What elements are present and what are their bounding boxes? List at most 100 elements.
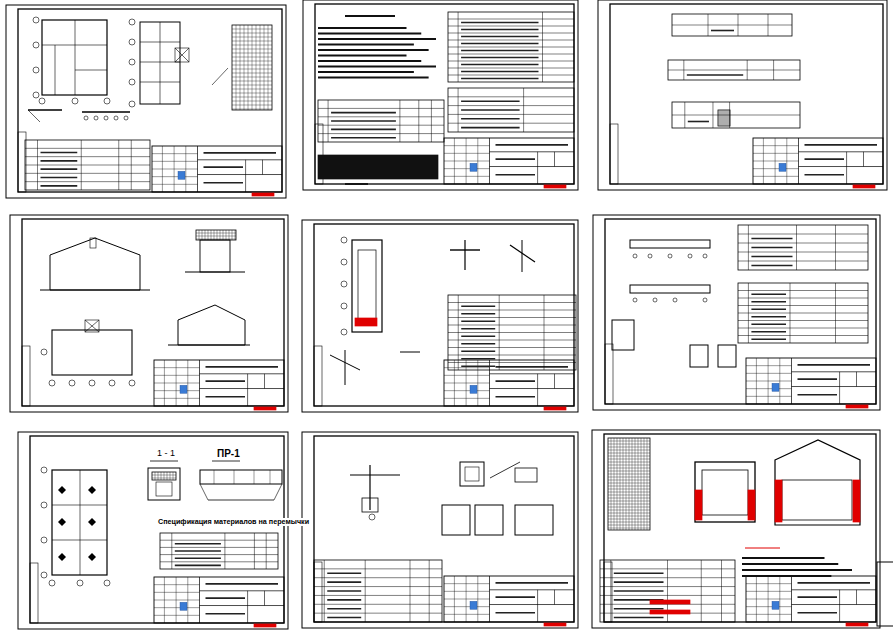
axis-bubble — [124, 116, 128, 120]
elevation — [50, 238, 140, 290]
drawing-line — [608, 522, 650, 523]
drawing-line — [856, 590, 857, 605]
drawing-line — [232, 101, 272, 102]
frame-line — [352, 240, 382, 332]
drawing-line — [160, 22, 161, 104]
frame-line — [672, 102, 800, 128]
drawing-line — [756, 358, 757, 404]
drawing-line — [131, 140, 132, 190]
drawing-line — [608, 447, 650, 448]
drawing-line — [608, 507, 650, 508]
drawing-line — [448, 54, 574, 55]
drawing-line — [185, 146, 186, 192]
drawing-line — [496, 366, 569, 368]
frame-line — [315, 4, 574, 184]
drawing-line — [461, 100, 520, 102]
drawing-line — [718, 124, 730, 125]
drawing-line — [779, 358, 780, 404]
drawing-line — [154, 592, 200, 593]
drawing-line — [345, 350, 346, 385]
drawing-line — [175, 48, 189, 62]
drawing-line — [614, 608, 664, 610]
drawing-line — [798, 378, 838, 380]
axis-bubble — [94, 116, 98, 120]
frame-line — [846, 405, 868, 408]
drawing-line — [81, 140, 82, 190]
drawing-line — [608, 480, 650, 481]
frame-line — [42, 20, 107, 95]
drawing-line — [554, 152, 555, 167]
drawing-line — [496, 612, 536, 614]
drawing-line — [768, 14, 769, 36]
drawing-line — [496, 174, 536, 176]
drawing-line — [496, 144, 569, 146]
drawing-line — [647, 438, 648, 530]
drawing-line — [805, 144, 878, 146]
drawing-line — [154, 600, 200, 601]
axis-bubble — [341, 281, 347, 287]
drawing-line — [444, 176, 490, 177]
drawing-line — [154, 390, 200, 391]
drawing-line — [232, 41, 272, 42]
drawing-line — [805, 174, 845, 176]
drawing-line — [198, 174, 283, 175]
frame-line — [612, 320, 634, 350]
drawing-line — [738, 328, 868, 329]
drawing-line — [738, 243, 868, 244]
frame-line — [630, 285, 710, 293]
drawing-line — [798, 612, 838, 614]
drawing-line — [444, 583, 490, 584]
drawing-line — [400, 352, 420, 353]
drawing-line — [160, 554, 278, 555]
drawing-line — [264, 25, 265, 110]
axis-bubble — [41, 537, 47, 543]
frame-line — [460, 462, 484, 486]
drawing-line — [454, 360, 455, 406]
drawing-line — [444, 383, 490, 384]
drawing-line — [708, 14, 709, 36]
drawing-line — [212, 461, 240, 462]
frame-line — [775, 480, 782, 522]
drawing-line — [746, 614, 792, 615]
drawing-line — [490, 589, 575, 590]
frame-line — [154, 360, 284, 406]
drawing-line — [608, 528, 650, 529]
drawing-line — [773, 60, 774, 80]
drawing-line — [55, 45, 56, 95]
drawing-line — [608, 465, 650, 466]
drawing-line — [461, 320, 495, 322]
drawing-line — [461, 328, 495, 330]
drawing-line — [327, 599, 361, 601]
drawing-line — [608, 513, 650, 514]
drawing-line — [82, 111, 130, 113]
drawing-line — [444, 614, 490, 615]
drawing-line — [444, 606, 490, 607]
drawing-line — [217, 230, 218, 240]
drawing-line — [839, 372, 840, 404]
drawing-line — [171, 533, 172, 569]
drawing-line — [738, 261, 868, 262]
drawing-line — [746, 381, 792, 382]
drawing-line — [751, 265, 792, 267]
drawing-line — [444, 390, 490, 391]
frame-line — [254, 624, 276, 627]
frame-line — [668, 60, 800, 80]
frame-line — [746, 576, 876, 622]
drawing-line — [264, 591, 265, 606]
drawing-line — [187, 360, 188, 406]
drawing-line — [444, 599, 490, 600]
drawing-line — [617, 438, 618, 530]
drawing-line — [608, 468, 650, 469]
drawing-line — [80, 470, 81, 575]
drawing-line — [718, 112, 730, 113]
drawing-line — [542, 12, 543, 82]
drawing-line — [155, 472, 156, 480]
drawing-line — [721, 560, 722, 622]
section — [775, 440, 860, 525]
axis-bubble — [33, 42, 39, 48]
drawing-line — [232, 69, 272, 70]
drawing-line — [232, 81, 272, 82]
drawing-line — [798, 582, 871, 584]
drawing-line — [175, 48, 189, 62]
drawing-line — [206, 396, 246, 398]
